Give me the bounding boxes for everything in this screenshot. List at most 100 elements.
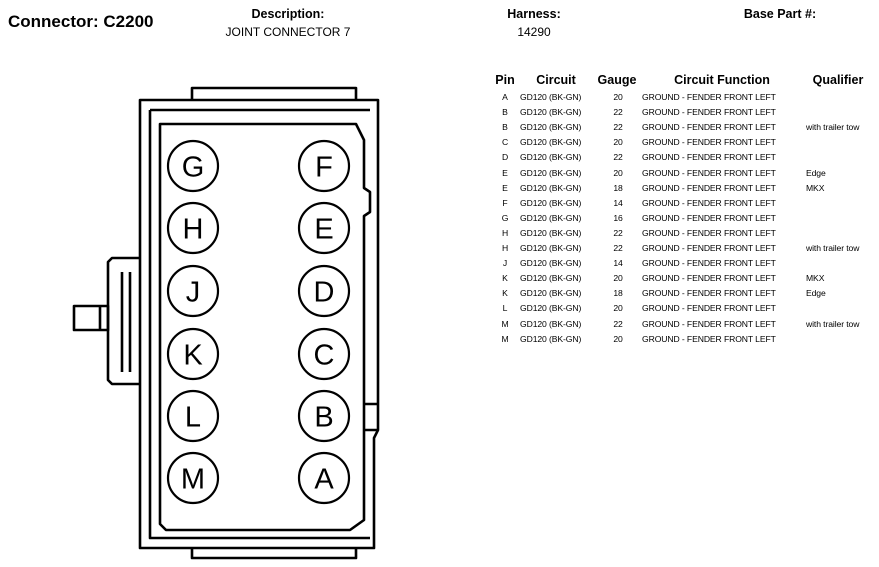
cell-gauge: 20 [613,303,623,314]
cell-circuit: GD120 (BK-GN) [520,227,582,238]
connector-label: Connector: C2200 [8,12,154,32]
connector-outer-shell [138,98,380,550]
cell-function: GROUND - FENDER FRONT LEFT [642,122,776,133]
pin-label-c: C [314,340,335,372]
cell-function: GROUND - FENDER FRONT LEFT [642,303,776,314]
cell-pin: A [502,92,508,102]
harness-value: 14290 [517,25,551,39]
pin-cavity-a [297,451,351,505]
connector-inner-wall [158,122,372,532]
cell-circuit: GD120 (BK-GN) [520,243,582,253]
connector-label-text: Connector: [8,12,99,31]
pin-label-a: A [314,464,334,496]
pin-cavity-b [297,389,351,443]
function-header: Circuit Function [674,73,770,87]
circuit-header: Circuit [536,73,576,87]
cell-gauge: 22 [613,227,623,238]
description-title: Description: [251,7,325,21]
cell-pin: E [502,167,508,178]
cell-function: GROUND - FENDER FRONT LEFT [642,92,776,102]
cell-circuit: GD120 (BK-GN) [520,197,582,208]
cell-gauge: 22 [613,122,623,133]
pin-cavity-c [297,327,351,381]
cell-pin: H [501,227,509,238]
cell-function: GROUND - FENDER FRONT LEFT [642,107,776,118]
cell-gauge: 18 [613,288,623,299]
connector-inner-frame [148,108,370,540]
cell-pin: B [502,107,508,118]
cell-qualifier: with trailer tow [806,122,860,133]
cell-pin: K [502,288,508,299]
cell-pin: D [501,152,509,163]
pin-cavity-l [166,389,220,443]
pin-label-h: H [183,214,204,246]
cell-pin: F [502,197,508,208]
cell-function: GROUND - FENDER FRONT LEFT [642,318,776,329]
pin-header: Pin [495,73,515,87]
pin-label-d: D [314,277,335,309]
cell-pin: C [501,137,509,148]
cell-function: GROUND - FENDER FRONT LEFT [642,182,776,193]
cell-circuit: GD120 (BK-GN) [520,288,582,299]
cell-gauge: 20 [613,273,623,284]
cell-gauge: 14 [613,197,623,208]
cell-gauge: 22 [613,243,623,253]
pin-cavity-h [166,201,220,255]
pin-cavity-e [297,201,351,255]
cell-gauge: 22 [613,152,623,163]
description-value: JOINT CONNECTOR 7 [225,25,351,39]
pin-label-f: F [315,152,333,184]
cell-pin: M [501,318,509,329]
pin-label-k: K [183,340,203,372]
cell-function: GROUND - FENDER FRONT LEFT [642,167,776,178]
cell-gauge: 22 [613,318,623,329]
gauge-header: Gauge [597,73,637,87]
pin-cavity-f [297,139,351,193]
pin-label-g: G [182,152,205,184]
pin-cavity-m [166,451,220,505]
cell-function: GROUND - FENDER FRONT LEFT [642,333,776,344]
cell-qualifier: with trailer tow [806,243,860,253]
cell-qualifier: Edge [806,167,826,178]
pin-cavity-g [166,139,220,193]
pin-label-l: L [185,402,201,434]
cell-gauge: 20 [613,92,623,102]
connector-left-latch-inner [120,272,132,372]
connector-right-notch [364,402,378,432]
cell-function: GROUND - FENDER FRONT LEFT [642,137,776,148]
cell-qualifier: Edge [806,288,826,299]
cell-circuit: GD120 (BK-GN) [520,333,582,344]
base-part-title: Base Part #: [743,7,817,21]
cell-qualifier: MKX [806,182,825,193]
cell-pin: J [502,258,508,269]
harness-title: Harness: [507,7,561,21]
connector-latch-key [72,304,110,332]
qualifier-header: Qualifier [812,73,864,87]
cell-gauge: 16 [613,212,623,223]
cell-gauge: 20 [613,137,623,148]
connector-left-latch [106,256,140,386]
cell-pin: L [502,303,508,314]
cell-function: GROUND - FENDER FRONT LEFT [642,212,776,223]
cell-circuit: GD120 (BK-GN) [520,107,582,118]
cell-qualifier: MKX [806,273,825,284]
connector-top-tab [190,86,358,100]
cell-function: GROUND - FENDER FRONT LEFT [642,152,776,163]
cell-gauge: 14 [613,258,623,269]
cell-circuit: GD120 (BK-GN) [520,273,582,284]
cell-function: GROUND - FENDER FRONT LEFT [642,273,776,284]
cell-circuit: GD120 (BK-GN) [520,167,582,178]
cell-pin: G [501,212,509,223]
cell-circuit: GD120 (BK-GN) [520,92,582,102]
pin-label-j: J [186,277,201,309]
cell-pin: E [502,182,508,193]
cell-pin: H [501,243,509,253]
cell-circuit: GD120 (BK-GN) [520,303,582,314]
cell-pin: M [501,333,509,344]
cell-circuit: GD120 (BK-GN) [520,152,582,163]
pin-label-m: M [181,464,205,496]
cell-qualifier: with trailer tow [806,318,860,329]
connector-id: C2200 [103,12,154,31]
pin-label-b: B [314,402,333,434]
